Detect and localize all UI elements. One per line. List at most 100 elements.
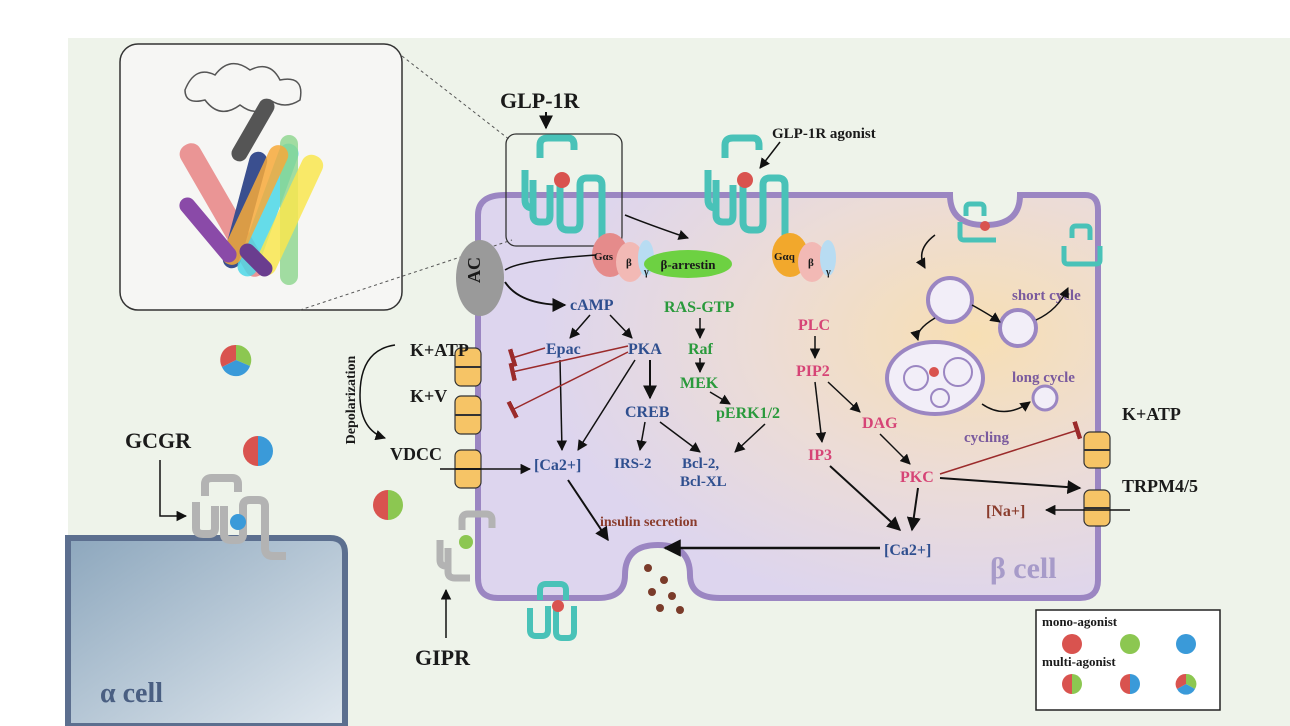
glp1r-receptor-agonist <box>704 134 794 252</box>
glp1r-agonist-arrow <box>759 141 781 169</box>
to-late-endosome-arrow <box>910 317 936 342</box>
katp-left-label: K+ATP <box>410 340 469 360</box>
perk-label: pERK1/2 <box>716 405 780 422</box>
vdcc-label: VDCC <box>390 444 442 464</box>
dag-label: DAG <box>862 415 898 432</box>
to-short-cycle-arrow <box>971 304 1001 323</box>
beta-arrestin-label: β-arrestin <box>661 257 717 272</box>
katp-channel-right <box>1083 431 1111 469</box>
mek-label: MEK <box>680 375 719 392</box>
gaq-label: Gαq <box>774 251 796 263</box>
legend-multi-red-green <box>1062 674 1082 694</box>
legend-mono-green <box>1120 634 1140 654</box>
gaq-protein <box>772 233 836 282</box>
legend-multi-label: multi-agonist <box>1042 654 1116 669</box>
dag-to-pkc <box>879 433 911 465</box>
recycled-receptor <box>1061 223 1103 267</box>
glp1r-ligand <box>554 172 570 188</box>
internalized-receptor <box>527 581 577 641</box>
beta-cell-label: β cell <box>990 552 1057 585</box>
glp1r-agonist-label: GLP-1R agonist <box>772 126 876 142</box>
gas-label: Gαs <box>594 251 614 263</box>
alpha-cell-label: α cell <box>100 678 163 709</box>
katp-right-label: K+ATP <box>1122 404 1181 424</box>
beta-arrestin <box>644 250 732 278</box>
long-cycle-vesicle <box>1031 384 1059 412</box>
pip2-label: PIP2 <box>796 363 830 380</box>
arrow-to-arrestin <box>624 214 689 240</box>
camp-to-epac <box>569 314 591 339</box>
legend-mono-label: mono-agonist <box>1042 614 1118 629</box>
gaq-beta-label: β <box>808 257 814 269</box>
epac-to-ca <box>556 359 568 452</box>
na-label: [Na+] <box>986 503 1025 520</box>
to-long-cycle-arrow <box>981 401 1031 413</box>
glp1r-label: GLP-1R <box>500 88 581 113</box>
pka-inhibits-katp <box>508 345 629 382</box>
bclxl-label: Bcl-XL <box>680 474 727 490</box>
ca-left-label: [Ca2+] <box>534 457 581 474</box>
legend-mono-red <box>1062 634 1082 654</box>
irs2-label: IRS-2 <box>614 456 652 472</box>
gas-to-ac-line <box>504 254 597 271</box>
endocytosed-ligand <box>980 221 990 231</box>
ac-to-camp-arrow <box>504 281 567 312</box>
pkc-label: PKC <box>900 469 934 486</box>
gaq-gamma-label: γ <box>825 267 831 278</box>
gcgr-ligand <box>230 514 246 530</box>
gipr-label: GIPR <box>415 645 471 670</box>
gipr-receptor <box>436 510 496 582</box>
plc-label: PLC <box>798 317 830 334</box>
insulin-secretion-label: insulin secretion <box>600 515 698 530</box>
raf-label: Raf <box>688 341 714 358</box>
legend-multi-red-blue <box>1120 674 1140 694</box>
insulin-granules <box>644 564 684 614</box>
legend-mono-blue <box>1176 634 1196 654</box>
depolarization-arrow <box>359 344 396 441</box>
gcgr-arrow <box>159 460 188 522</box>
glp1r-receptor <box>521 134 611 252</box>
short-cycle-vesicle <box>998 308 1038 348</box>
gcgr-receptor <box>192 474 286 560</box>
perk-to-bcl <box>734 423 766 453</box>
long-cycle-label: long cycle <box>1012 370 1075 386</box>
kv-label: K+V <box>410 386 447 406</box>
ca-right-label: [Ca2+] <box>884 542 931 559</box>
multi-agonist-red-blue-floating <box>243 436 273 466</box>
endocytosis-arrow <box>915 234 936 269</box>
ip3-to-ca <box>829 465 902 531</box>
creb-to-irs2 <box>636 421 647 452</box>
inset-connector-top <box>401 55 511 141</box>
camp-label: cAMP <box>570 297 614 314</box>
gipr-ligand <box>459 535 473 549</box>
kv-channel <box>454 395 482 435</box>
bcl2-label: Bcl-2, <box>682 456 719 472</box>
pka-inhibits-kv <box>506 351 629 419</box>
short-cycle-return-arrow <box>1035 287 1069 321</box>
depolarization-label: Depolarization <box>344 355 359 444</box>
mek-to-perk <box>709 391 731 405</box>
gas-beta-label: β <box>626 257 632 269</box>
multi-agonist-red-green-floating <box>373 490 403 520</box>
epac-inhibits-katp <box>507 347 546 368</box>
trpm-label: TRPM4/5 <box>1122 476 1198 496</box>
internalized-ligand <box>552 600 564 612</box>
pka-label: PKA <box>628 341 662 358</box>
legend-multi-tri <box>1175 673 1197 695</box>
gas-protein <box>592 233 654 282</box>
early-endosome <box>926 276 974 324</box>
pip2-to-ip3 <box>814 381 827 444</box>
trpm-channel <box>1083 489 1111 527</box>
camp-to-pka <box>609 314 633 339</box>
pka-to-ca <box>577 359 636 451</box>
gcgr-label: GCGR <box>125 428 192 453</box>
receptor-3d-structure <box>179 62 324 285</box>
epac-label: Epac <box>546 341 581 358</box>
pkc-to-trpm <box>939 477 1082 495</box>
pkc-to-ca <box>906 487 921 532</box>
gas-gamma-label: γ <box>643 267 649 278</box>
pip2-to-dag <box>827 381 861 413</box>
adenylyl-cyclase <box>456 240 504 316</box>
ras-gtp-label: RAS-GTP <box>664 299 734 316</box>
